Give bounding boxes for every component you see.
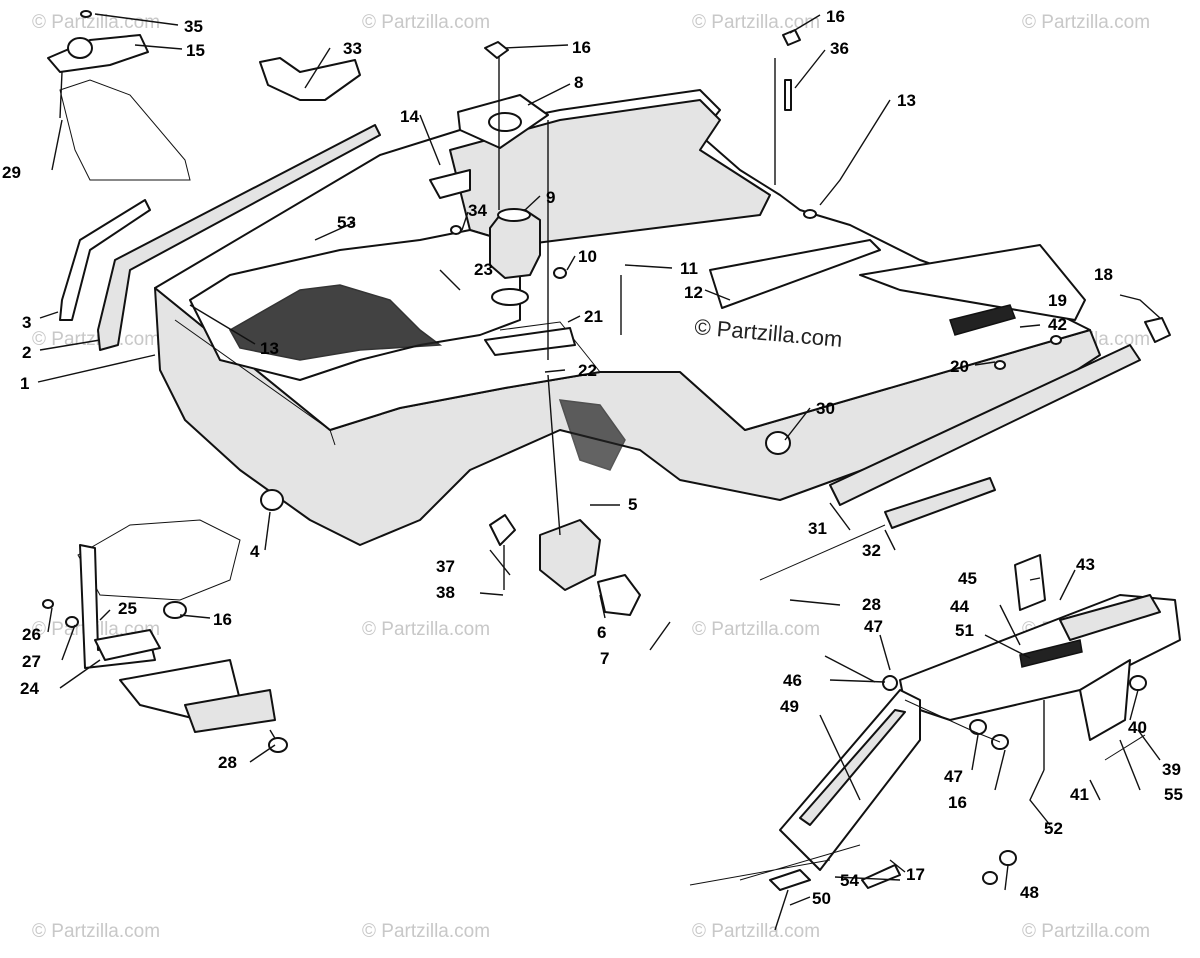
callout-28: 28 (862, 595, 881, 614)
callout-40: 40 (1128, 718, 1147, 737)
callout-8: 8 (574, 73, 583, 92)
callout-17: 17 (906, 865, 925, 884)
callout-7: 7 (600, 649, 609, 668)
callout-21: 21 (584, 307, 603, 326)
watermark: © Partzilla.com (32, 329, 160, 350)
callout-28: 28 (218, 753, 237, 772)
callout-32: 32 (862, 541, 881, 560)
callout-24: 24 (20, 679, 39, 698)
callout-39: 39 (1162, 760, 1181, 779)
callout-23: 23 (474, 260, 493, 279)
callout-47: 47 (944, 767, 963, 786)
callout-55: 55 (1164, 785, 1183, 804)
callout-41: 41 (1070, 785, 1089, 804)
callout-34: 34 (468, 201, 487, 220)
grommets (260, 209, 1062, 511)
callout-46: 46 (783, 671, 802, 690)
watermark: © Partzilla.com (692, 619, 820, 640)
callout-35: 35 (184, 17, 203, 36)
callout-6: 6 (597, 623, 606, 642)
callout-30: 30 (816, 399, 835, 418)
callout-16: 16 (572, 38, 591, 57)
callout-16: 16 (213, 610, 232, 629)
callout-38: 38 (436, 583, 455, 602)
callout-1: 1 (20, 374, 29, 393)
watermark: © Partzilla.com (362, 619, 490, 640)
callout-44: 44 (950, 597, 969, 616)
callout-26: 26 (22, 625, 41, 644)
guide-lines (689, 524, 1001, 886)
callout-37: 37 (436, 557, 455, 576)
callout-31: 31 (808, 519, 827, 538)
right-rails (829, 304, 1171, 529)
callout-27: 27 (22, 652, 41, 671)
watermark: © Partzilla.com (32, 921, 160, 942)
watermark: © Partzilla.com (1022, 12, 1150, 33)
belly-pan (154, 89, 1101, 546)
callout-18: 18 (1094, 265, 1113, 284)
callout-13: 13 (897, 91, 916, 110)
callout-16: 16 (948, 793, 967, 812)
callout-9: 9 (546, 188, 555, 207)
callout-11: 11 (680, 259, 698, 278)
callout-5: 5 (628, 495, 637, 514)
callout-33: 33 (343, 39, 362, 58)
callout-16: 16 (826, 7, 845, 26)
watermark: © Partzilla.com (1022, 921, 1150, 942)
watermark: © Partzilla.com (362, 12, 490, 33)
callout-53: 53 (337, 213, 356, 232)
watermark: © Partzilla.com (692, 12, 820, 33)
top-left-assembly (47, 10, 191, 181)
callout-48: 48 (1020, 883, 1039, 902)
callout-45: 45 (958, 569, 977, 588)
lower-right-assembly (769, 554, 1181, 931)
callout-15: 15 (186, 41, 205, 60)
callout-10: 10 (578, 247, 597, 266)
watermark: © Partzilla.com (362, 921, 490, 942)
callout-13: 13 (260, 339, 279, 358)
callout-43: 43 (1076, 555, 1095, 574)
callout-19: 19 (1048, 291, 1067, 310)
callout-20: 20 (950, 357, 969, 376)
callout-25: 25 (118, 599, 137, 618)
watermark: © Partzilla.com (692, 921, 820, 942)
steering-pedestal (457, 29, 801, 360)
leader-lines (37, 13, 1161, 906)
callout-51: 51 (955, 621, 974, 640)
callout-labels: 35 15 29 33 16 8 16 36 14 13 34 9 53 10 … (2, 7, 1183, 908)
callout-50: 50 (812, 889, 831, 908)
callout-14: 14 (400, 107, 419, 126)
callout-22: 22 (578, 361, 597, 380)
callout-2: 2 (22, 343, 31, 362)
callout-42: 42 (1048, 315, 1067, 334)
callout-29: 29 (2, 163, 21, 182)
callout-4: 4 (250, 542, 260, 561)
callout-49: 49 (780, 697, 799, 716)
watermark: © Partzilla.com (32, 12, 160, 33)
callout-3: 3 (22, 313, 31, 332)
lower-left-assembly (42, 519, 288, 753)
callout-54: 54 (840, 871, 859, 890)
callout-12: 12 (684, 283, 703, 302)
callout-52: 52 (1044, 819, 1063, 838)
callout-47: 47 (864, 617, 883, 636)
callout-36: 36 (830, 39, 849, 58)
